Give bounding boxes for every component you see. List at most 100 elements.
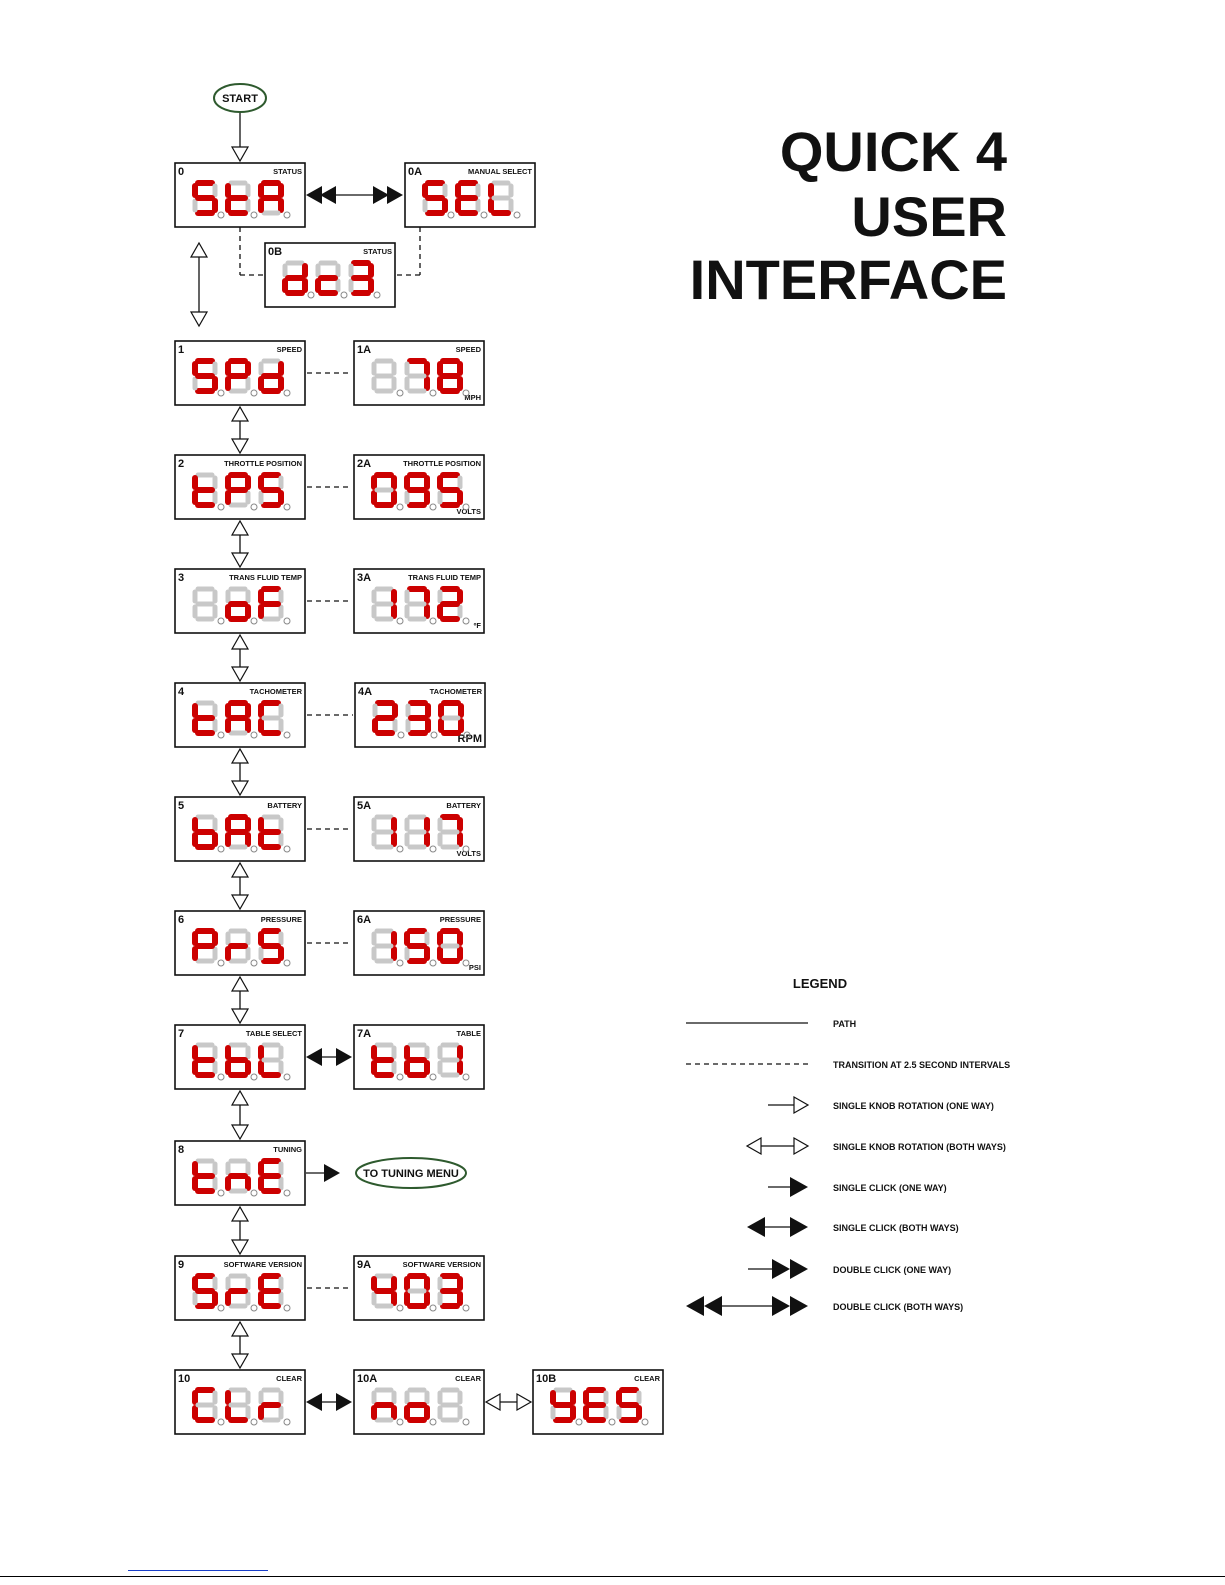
screen-label: TABLE (457, 1029, 481, 1038)
knob-9-10-head-up (230, 1320, 250, 1337)
start-oval (213, 83, 267, 113)
decimal-point (373, 291, 381, 299)
knob-9-10-head-down (230, 1353, 250, 1370)
page-bottom-rule (0, 1576, 1225, 1577)
double-head-left-1 (306, 186, 322, 204)
legend-solid-head (772, 1259, 790, 1279)
decimal-point (430, 731, 438, 739)
legend-label: SINGLE KNOB ROTATION (ONE WAY) (833, 1101, 994, 1111)
screen-unit: PSI (469, 963, 481, 972)
decimal-point (217, 1073, 225, 1081)
click-head-left (306, 1048, 322, 1066)
screen-label: TRANS FLUID TEMP (408, 573, 481, 582)
decimal-point (396, 1304, 404, 1312)
legend-solid-head (747, 1217, 765, 1237)
screen-id: 6 (178, 914, 184, 926)
decimal-point (283, 731, 291, 739)
decimal-point (217, 617, 225, 625)
title-line-2: USER (851, 185, 1007, 248)
legend-solid-head (772, 1296, 790, 1316)
decimal-point (250, 503, 258, 511)
decimal-point (429, 617, 437, 625)
start-label: START (222, 93, 258, 105)
knob-1-2-head-down (230, 438, 250, 455)
screen-label: STATUS (273, 167, 302, 176)
screen-id: 3 (178, 572, 184, 584)
knob-4-5-head-up (230, 747, 250, 764)
screen-label: BATTERY (267, 801, 302, 810)
screen-id: 3A (357, 572, 371, 584)
screen-6: 6 PRESSURE (174, 910, 306, 976)
decimal-point (217, 211, 225, 219)
knob-2-3-head-down (230, 552, 250, 569)
screen-id: 4A (358, 686, 372, 698)
legend-solid-head (686, 1296, 704, 1316)
page-link-underline (128, 1570, 268, 1571)
legend-label: DOUBLE CLICK (BOTH WAYS) (833, 1302, 963, 1312)
decimal-point (283, 959, 291, 967)
screen-label: BATTERY (446, 801, 481, 810)
screen-unit: VOLTS (457, 507, 481, 516)
screen-label: CLEAR (455, 1374, 481, 1383)
screen-id: 10A (357, 1373, 377, 1385)
decimal-point (462, 503, 470, 511)
screen-label: TRANS FLUID TEMP (229, 573, 302, 582)
knob-7-8-head-up (230, 1089, 250, 1106)
legend-row-click-both-ways: SINGLE CLICK (BOTH WAYS) (747, 1217, 959, 1237)
decimal-point (340, 291, 348, 299)
screen-3: 3 TRANS FLUID TEMP (174, 568, 306, 634)
legend-solid-head (790, 1296, 808, 1316)
screen-label: SOFTWARE VERSION (403, 1260, 481, 1269)
decimal-point (217, 1304, 225, 1312)
knob-8-9-head-up (230, 1205, 250, 1222)
decimal-point (480, 211, 488, 219)
legend-row-transition: TRANSITION AT 2.5 SECOND INTERVALS (686, 1060, 1010, 1070)
decimal-point (429, 959, 437, 967)
screen-label: CLEAR (276, 1374, 302, 1383)
decimal-point (429, 1304, 437, 1312)
screen-id: 0B (268, 246, 282, 258)
knob-0-1-head-down (189, 311, 209, 328)
knob-6-7-head-down (230, 1008, 250, 1025)
screen-label: TACHOMETER (430, 687, 483, 696)
decimal-point (575, 1418, 583, 1426)
decimal-point (447, 211, 455, 219)
decimal-point (217, 845, 225, 853)
decimal-point (462, 959, 470, 967)
decimal-point (429, 503, 437, 511)
screen-label: THROTTLE POSITION (403, 459, 481, 468)
knob-4-5-head-down (230, 780, 250, 797)
decimal-point (283, 1189, 291, 1197)
tuning-oval (355, 1157, 467, 1189)
decimal-point (462, 1418, 470, 1426)
screen-id: 1 (178, 344, 184, 356)
knob-head-10-left (484, 1392, 501, 1412)
decimal-point (250, 1304, 258, 1312)
decimal-point (217, 731, 225, 739)
decimal-point (397, 731, 405, 739)
knob-1-2-head-up (230, 405, 250, 422)
screen-id: 5 (178, 800, 184, 812)
screen-label: CLEAR (634, 1374, 660, 1383)
decimal-point (396, 503, 404, 511)
title-line-3: INTERFACE (689, 248, 1007, 311)
knob-2-3-head-up (230, 519, 250, 536)
screen-label: PRESSURE (261, 915, 302, 924)
decimal-point (217, 1189, 225, 1197)
decimal-point (462, 617, 470, 625)
click-head-right (336, 1048, 352, 1066)
legend-label: DOUBLE CLICK (ONE WAY) (833, 1265, 951, 1275)
tuning-menu-node: TO TUNING MENU (355, 1157, 467, 1189)
decimal-point (217, 389, 225, 397)
decimal-point (217, 503, 225, 511)
